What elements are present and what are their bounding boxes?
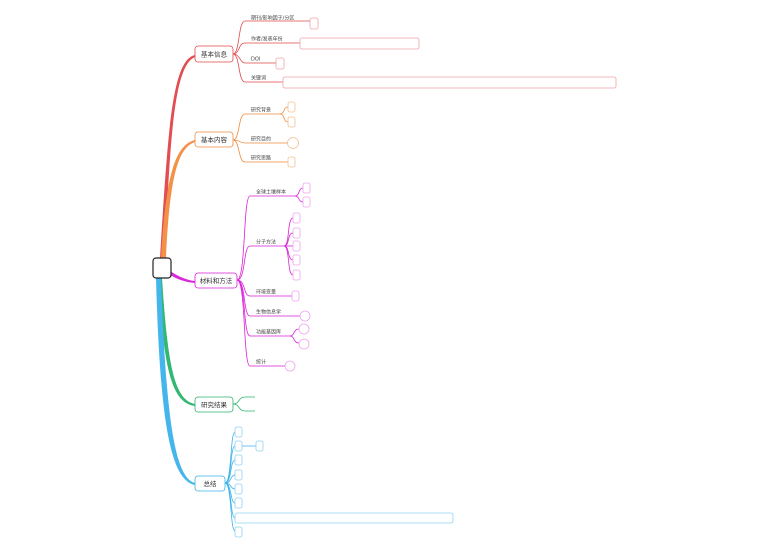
branch-ribbons — [156, 55, 195, 485]
connectors-results — [232, 396, 255, 412]
content-item-label: 研究背景 — [251, 107, 271, 114]
content-item-label: 研究思路 — [251, 155, 271, 162]
methods-empty-node[interactable] — [292, 212, 301, 224]
summary-empty-node[interactable] — [234, 454, 243, 466]
methods-item-label: 统计 — [256, 359, 266, 366]
methods-empty-node[interactable] — [299, 310, 311, 322]
methods-item-label: 生物信息学 — [256, 309, 281, 316]
branch-label-results: 研究结果 — [201, 400, 228, 409]
methods-empty-node[interactable] — [302, 196, 311, 208]
methods-empty-node[interactable] — [302, 182, 311, 194]
basic-item-label: 作者/发表年份 — [251, 36, 283, 43]
branch-ribbon-summary — [156, 278, 195, 485]
branch-node-content[interactable] — [194, 131, 234, 148]
methods-empty-node[interactable] — [298, 323, 310, 335]
methods-item-label: 功能基因库 — [256, 329, 281, 336]
methods-empty-node[interactable] — [292, 254, 301, 266]
basic-empty-node[interactable] — [309, 17, 319, 30]
branch-node-summary[interactable] — [194, 475, 226, 492]
basic-item-label: 期刊/影响因子/分区 — [251, 15, 294, 22]
methods-empty-node[interactable] — [292, 227, 301, 239]
basic-empty-node[interactable] — [282, 76, 617, 89]
methods-item-label: 分子方法 — [256, 239, 276, 246]
branch-label-basic: 基本信息 — [201, 50, 228, 59]
methods-empty-node[interactable] — [292, 269, 301, 281]
summary-empty-node[interactable] — [234, 526, 243, 538]
summary-empty-node[interactable] — [234, 483, 243, 495]
connectors-basic — [232, 20, 310, 83]
branch-node-methods[interactable] — [194, 272, 238, 289]
methods-empty-node[interactable] — [298, 338, 310, 350]
summary-empty-node[interactable] — [234, 469, 243, 481]
branch-results: 研究结果 — [194, 396, 255, 413]
summary-empty-node[interactable] — [234, 497, 243, 509]
root-node[interactable] — [152, 257, 172, 279]
connectors-content — [232, 106, 289, 163]
basic-empty-node[interactable] — [299, 37, 420, 50]
branch-ribbon-content — [161, 140, 195, 258]
content-empty-node[interactable] — [287, 156, 296, 168]
summary-empty-node[interactable] — [234, 440, 243, 452]
basic-item-label: 关键词 — [251, 75, 266, 82]
methods-item-label: 环境变量 — [256, 289, 276, 296]
summary-empty-node[interactable] — [234, 512, 454, 524]
branch-ribbon-methods — [166, 268, 195, 283]
branch-label-content: 基本内容 — [201, 135, 228, 144]
branch-basic: 基本信息 期刊/影响因子/分区 作者/发表年份 DOI 关键词 — [194, 15, 617, 89]
content-empty-node[interactable] — [287, 137, 299, 149]
branch-label-methods: 材料和方法 — [200, 276, 233, 285]
methods-item-label: 全球土壤样本 — [256, 189, 286, 196]
content-empty-node[interactable] — [287, 116, 296, 128]
content-empty-node[interactable] — [287, 101, 296, 113]
branch-content: 基本内容 研究背景 研究目的 研究思路 — [194, 101, 299, 168]
connectors-methods — [236, 187, 304, 367]
branch-methods: 材料和方法 全球土壤样本 分子方法 环境变量 生物信息学 功能基因库 统计 — [194, 182, 311, 372]
content-item-label: 研究目的 — [251, 136, 271, 143]
basic-empty-node[interactable] — [275, 57, 285, 70]
summary-empty-node[interactable] — [234, 426, 243, 438]
methods-empty-node[interactable] — [284, 360, 296, 372]
branch-summary: 总结 — [194, 426, 454, 538]
summary-empty-node[interactable] — [255, 440, 264, 452]
methods-empty-node[interactable] — [291, 290, 300, 302]
basic-item-label: DOI — [251, 57, 260, 63]
branch-node-results[interactable] — [194, 396, 234, 413]
branch-label-summary: 总结 — [204, 479, 218, 488]
methods-empty-node[interactable] — [292, 240, 301, 252]
branch-ribbon-results — [158, 278, 195, 406]
